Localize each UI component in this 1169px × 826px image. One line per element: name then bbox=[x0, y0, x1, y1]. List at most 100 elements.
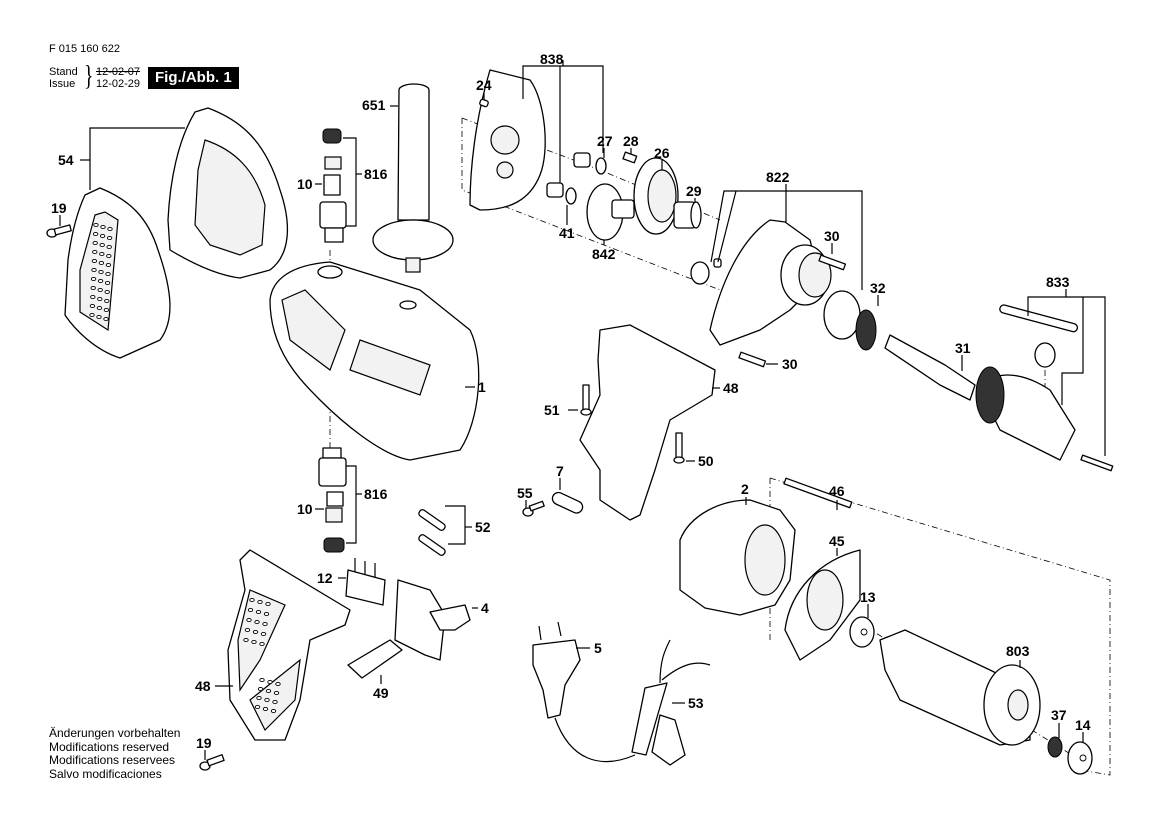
perforation-dot bbox=[273, 690, 280, 696]
note-es: Salvo modificaciones bbox=[49, 766, 162, 781]
perforation-dot bbox=[90, 285, 96, 291]
part-803-armature[interactable] bbox=[879, 629, 1041, 746]
perforation-dot bbox=[259, 641, 265, 647]
part-842-pinion-gear[interactable] bbox=[586, 183, 635, 241]
part-19-screw-top[interactable] bbox=[46, 224, 72, 238]
modification-notes: Änderungen vorbehalten Modifications res… bbox=[49, 726, 181, 781]
part-833-drill-chuck[interactable] bbox=[975, 304, 1114, 472]
perforation-dot bbox=[100, 224, 106, 230]
part-28-key[interactable] bbox=[622, 151, 638, 164]
perforation-dot bbox=[90, 276, 97, 282]
part-816-brush-holder-lower[interactable] bbox=[318, 447, 347, 553]
part-29-bearing-sleeve[interactable] bbox=[673, 201, 702, 229]
part-26-large-gear[interactable] bbox=[633, 157, 679, 235]
part-55-screw[interactable] bbox=[522, 500, 545, 517]
leader-lines bbox=[59, 60, 1106, 760]
perforation-dot bbox=[267, 679, 273, 685]
label-51: 51 bbox=[544, 402, 560, 418]
part-46-long-screw[interactable] bbox=[783, 477, 853, 509]
part-32-needle-bearing[interactable] bbox=[823, 290, 877, 351]
stand-label: Stand bbox=[49, 66, 78, 78]
part-52-suppressor-pins[interactable] bbox=[418, 509, 447, 557]
part-45-air-guide[interactable] bbox=[784, 549, 861, 661]
perforation-dot bbox=[272, 699, 278, 705]
part-7-cable-clamp[interactable] bbox=[550, 491, 584, 515]
label-7: 7 bbox=[556, 463, 564, 479]
part-48-handle-half-right[interactable] bbox=[579, 324, 716, 521]
label-833: 833 bbox=[1046, 274, 1070, 290]
label-13: 13 bbox=[860, 589, 876, 605]
label-842: 842 bbox=[592, 246, 616, 262]
perforation-dot bbox=[99, 233, 106, 239]
part-838-bushing-a[interactable] bbox=[573, 152, 591, 168]
part-labels: 838 24 651 27 28 26 29 41 842 822 30 32 … bbox=[51, 51, 1091, 751]
label-816-upper: 816 bbox=[364, 166, 388, 182]
figure-badge: Fig./Abb. 1 bbox=[148, 67, 239, 89]
part-49-switch-slider[interactable] bbox=[347, 639, 403, 679]
label-27: 27 bbox=[597, 133, 613, 149]
label-30-lower: 30 bbox=[782, 356, 798, 372]
label-46: 46 bbox=[829, 483, 845, 499]
document-number: F 015 160 622 bbox=[49, 43, 120, 55]
perforation-dot bbox=[255, 609, 262, 615]
label-651: 651 bbox=[362, 97, 386, 113]
part-816-brush-holder-upper[interactable] bbox=[319, 128, 347, 243]
perforation-dot bbox=[105, 262, 112, 268]
perforation-dot bbox=[260, 631, 267, 637]
label-49: 49 bbox=[373, 685, 389, 701]
perforation-dot bbox=[252, 629, 259, 635]
perforation-dot bbox=[99, 242, 105, 248]
part-54-side-cover-outer[interactable] bbox=[64, 187, 171, 359]
perforation-dot bbox=[91, 267, 97, 273]
part-30-screw-lower[interactable] bbox=[738, 351, 767, 368]
part-2-field-coil[interactable] bbox=[679, 499, 796, 616]
brace-icon: } bbox=[84, 61, 94, 92]
perforation-dot bbox=[257, 686, 264, 692]
part-13-bearing[interactable] bbox=[849, 616, 875, 648]
label-41: 41 bbox=[559, 225, 575, 241]
label-30-upper: 30 bbox=[824, 228, 840, 244]
part-31-spindle[interactable] bbox=[884, 334, 976, 401]
part-41-washer[interactable] bbox=[565, 187, 577, 205]
note-fr: Modifications reservees bbox=[49, 753, 176, 767]
perforation-dot bbox=[264, 697, 270, 703]
part-822-gear-cover[interactable] bbox=[690, 219, 832, 346]
perforation-dot bbox=[92, 249, 98, 255]
part-12-terminal-block[interactable] bbox=[345, 558, 386, 606]
part-838-bushing-b[interactable] bbox=[546, 182, 564, 198]
part-27-retaining-ring[interactable] bbox=[595, 157, 607, 175]
part-4-switch[interactable] bbox=[394, 579, 471, 661]
perforation-dot bbox=[104, 298, 110, 304]
note-en: Modifications reserved bbox=[49, 739, 170, 754]
part-37-washer[interactable] bbox=[1047, 736, 1063, 758]
perforation-dot bbox=[246, 617, 252, 623]
part-48-handle-half-left[interactable] bbox=[227, 549, 351, 741]
part-14-bearing[interactable] bbox=[1067, 741, 1093, 775]
part-1-motor-housing[interactable] bbox=[269, 261, 480, 461]
part-651-auxiliary-handle[interactable] bbox=[372, 83, 454, 273]
part-838-gear-plate[interactable] bbox=[469, 69, 546, 211]
label-4: 4 bbox=[481, 600, 489, 616]
perforation-dot bbox=[275, 681, 281, 687]
part-19-screw-bottom[interactable] bbox=[199, 754, 225, 771]
part-54-side-cover-inner[interactable] bbox=[167, 107, 289, 279]
perforation-dot bbox=[98, 260, 105, 266]
perforation-dot bbox=[90, 294, 96, 300]
perforation-dot bbox=[254, 619, 260, 625]
part-30-screw-upper[interactable] bbox=[818, 254, 847, 271]
perforation-dot bbox=[106, 235, 113, 241]
issue-date: 12-02-29 bbox=[96, 78, 141, 90]
part-51-screw[interactable] bbox=[580, 384, 592, 416]
part-48-perforation-dots bbox=[243, 597, 281, 714]
label-14: 14 bbox=[1075, 717, 1091, 733]
part-24-pin[interactable] bbox=[479, 98, 489, 108]
label-48-left: 48 bbox=[195, 678, 211, 694]
part-50-screw[interactable] bbox=[673, 432, 685, 464]
label-803: 803 bbox=[1006, 643, 1030, 659]
perforation-dot bbox=[97, 278, 104, 284]
part-5-power-plug[interactable] bbox=[532, 621, 636, 763]
part-53-cable-sleeve[interactable] bbox=[631, 639, 711, 766]
perforation-dot bbox=[92, 231, 99, 237]
note-de: Änderungen vorbehalten bbox=[49, 726, 181, 740]
perforation-dot bbox=[96, 305, 103, 311]
